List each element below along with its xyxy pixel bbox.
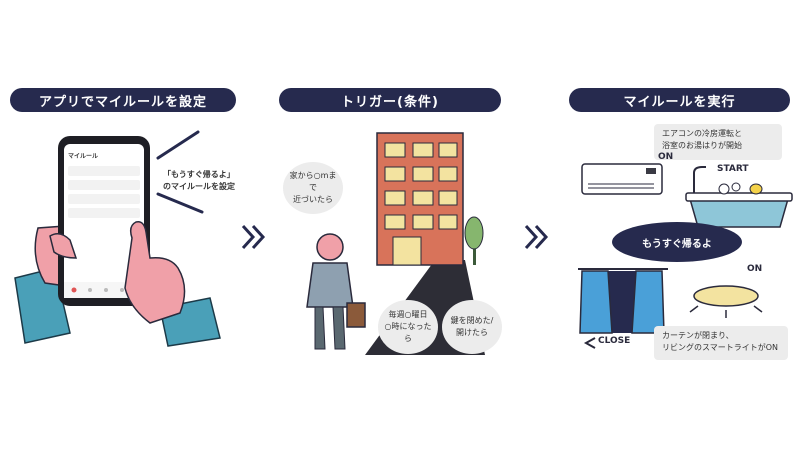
briefcase <box>346 302 366 328</box>
aircon-bath-text: エアコンの冷房運転と 浴室のお湯はりが開始 <box>654 124 782 160</box>
step1-caption: 「もうすぐ帰るよ」 のマイルールを設定 <box>163 169 235 193</box>
step1-title: アプリでマイルールを設定 <box>10 88 236 112</box>
tree <box>464 216 484 250</box>
phone-screen-title: マイルール <box>68 153 99 160</box>
aircon-bath-text-line1: エアコンの冷房運転と <box>662 129 742 138</box>
curtain-illustration <box>578 268 668 334</box>
step2-title: トリガー(条件) <box>279 88 501 112</box>
ceiling-light-illustration <box>689 285 763 318</box>
step3-title: マイルールを実行 <box>569 88 790 112</box>
curtain-close-label: CLOSE <box>598 336 631 346</box>
phone-illustration <box>14 136 221 347</box>
aircon-illustration <box>581 163 663 195</box>
bath-start-label: START <box>717 164 749 174</box>
bubble-door: 鍵を閉めた/ 開けたら <box>442 300 502 354</box>
man-head <box>316 233 344 261</box>
curtain-light-text-line2: リビングのスマートライトがON <box>662 343 779 352</box>
curtain-light-text: カーテンが閉まり、 リビングのスマートライトがON <box>654 326 788 360</box>
center-bubble: もうすぐ帰るよ <box>612 222 742 262</box>
bubble-time-line2: ○時になったら <box>384 322 432 343</box>
bathtub-illustration <box>685 166 793 228</box>
curtain-light-text-line1: カーテンが閉まり、 <box>662 331 734 340</box>
emphasis-lines <box>156 130 204 214</box>
bubble-time-line1: 毎週○曜日 <box>388 310 428 319</box>
light-on-label: ON <box>747 264 763 274</box>
bubble-door-line2: 開けたら <box>455 328 488 337</box>
bubble-time: 毎週○曜日 ○時になったら <box>378 300 438 354</box>
bubble-distance-line1: 家から○mまで <box>289 171 337 192</box>
step1-caption-line2: のマイルールを設定 <box>163 182 235 191</box>
bubble-distance: 家から○mまで 近づいたら <box>283 162 343 214</box>
aircon-bath-text-line2: 浴室のお湯はりが開始 <box>662 141 742 150</box>
chevron-right-icon <box>524 224 549 250</box>
close-arrow-icon <box>583 337 596 349</box>
step1-caption-line1: 「もうすぐ帰るよ」 <box>163 170 235 179</box>
bubble-distance-line2: 近づいたら <box>293 195 333 204</box>
aircon-on-label: ON <box>658 152 674 162</box>
man-body <box>306 262 354 308</box>
chevron-right-icon <box>241 224 266 250</box>
bubble-door-line1: 鍵を閉めた/ <box>450 316 494 325</box>
